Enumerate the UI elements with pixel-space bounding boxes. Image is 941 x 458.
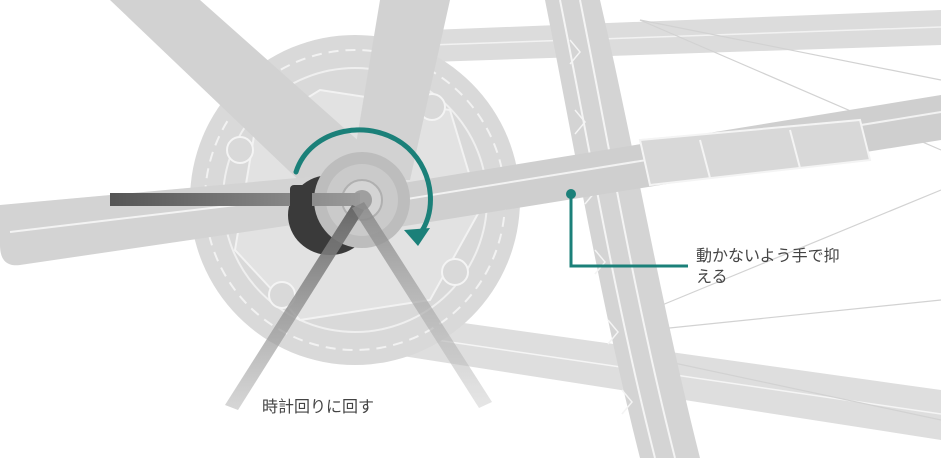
seat-tube bbox=[350, 0, 450, 180]
pedal bbox=[638, 118, 872, 187]
hold-callout-pointer bbox=[566, 189, 688, 268]
hex-wrench-ghost-left bbox=[225, 205, 364, 410]
clockwise-arrow-icon bbox=[293, 127, 433, 246]
hex-wrench-ghost-right bbox=[352, 202, 492, 408]
turn-clockwise-label: 時計回りに回す bbox=[262, 397, 375, 416]
down-tube bbox=[110, 0, 380, 210]
hold-by-hand-label: 動かないよう手で抑 える bbox=[696, 246, 840, 286]
hex-wrench-horizontal bbox=[110, 185, 360, 223]
